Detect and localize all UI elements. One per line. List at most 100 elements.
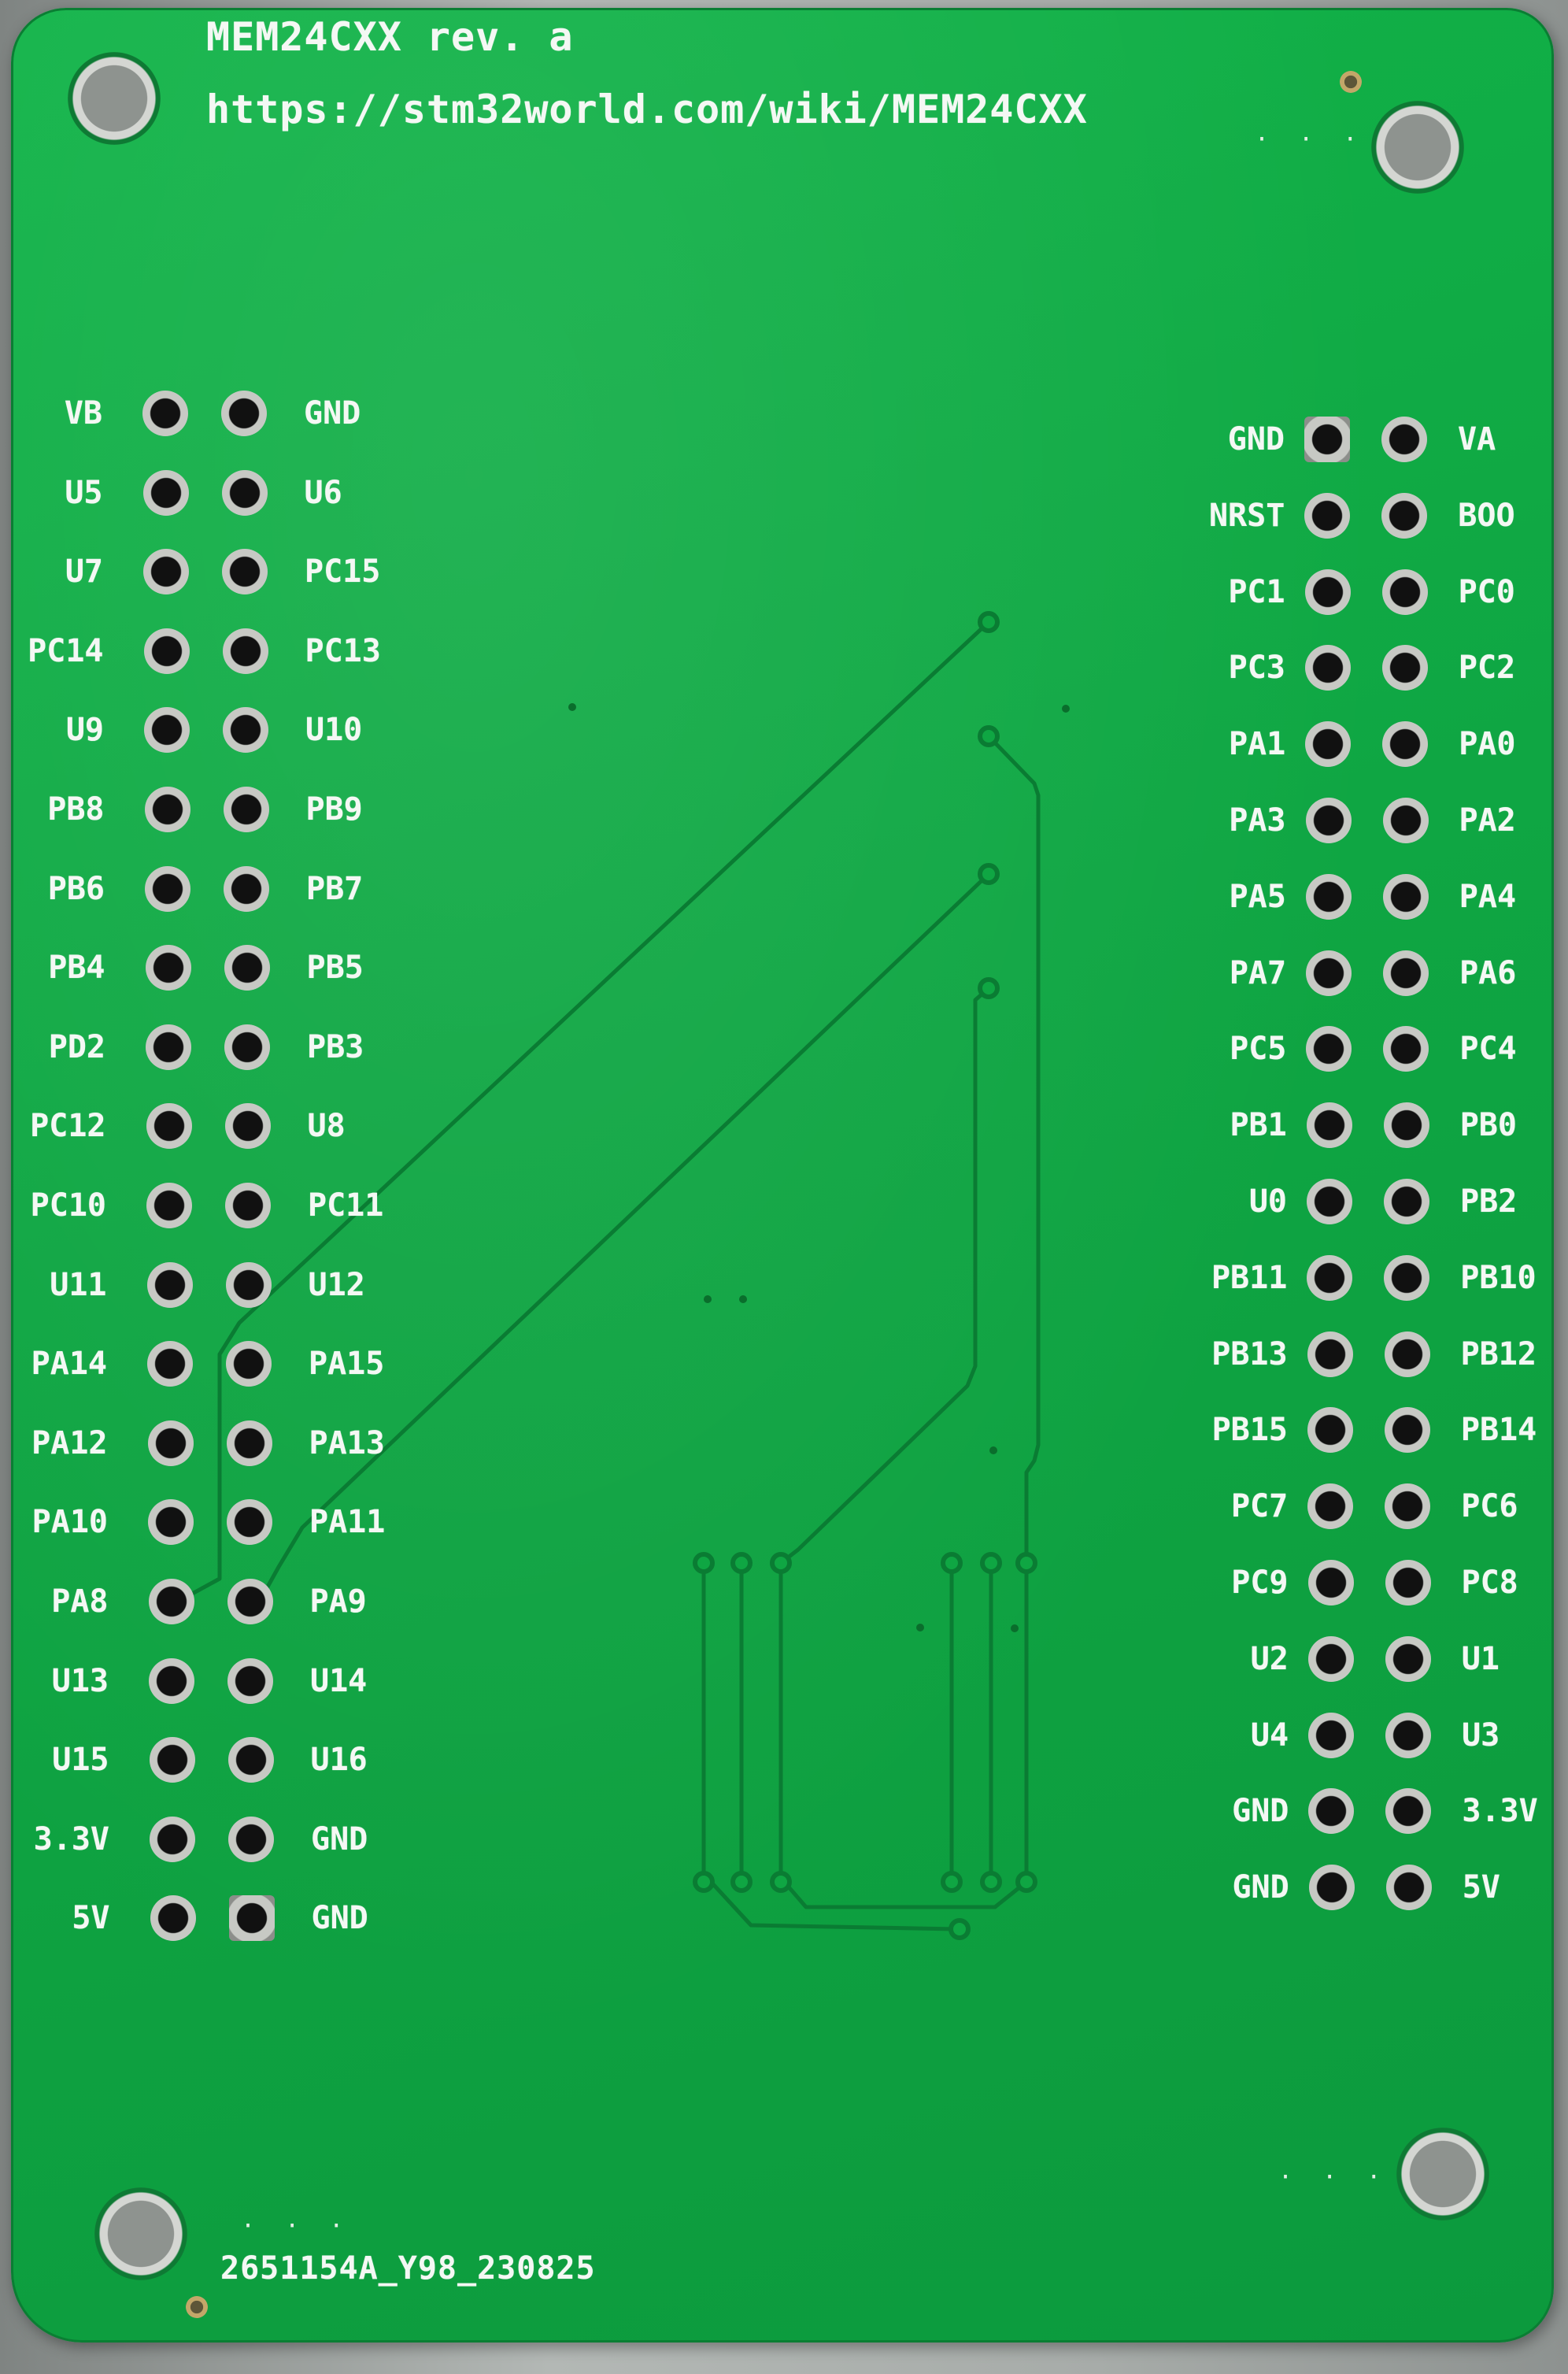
header-pin [1306,950,1352,996]
via [978,725,1000,747]
board-title: MEM24CXX rev. a [206,14,574,60]
header-pin [1307,1407,1353,1454]
pin-label: PA13 [309,1424,385,1461]
header-pin [1385,1483,1431,1530]
via [730,1552,753,1574]
pin-label: U13 [51,1662,109,1699]
pin-label: PB9 [305,791,363,828]
header-pin [1307,1483,1354,1530]
pin-label: U5 [65,474,103,511]
header-pin [144,787,190,832]
header-pin [1385,1560,1431,1606]
pin-label: PC14 [28,632,104,669]
header-pin [222,628,268,674]
pin-label: PB14 [1460,1412,1537,1449]
pin-label: PA15 [309,1346,385,1383]
header-pin [224,1024,270,1070]
pcb-traces [174,611,1070,1940]
header-pin [1304,569,1351,615]
header-pin [147,1420,194,1466]
header-pin [1308,1865,1355,1911]
pin-label: PC10 [30,1187,106,1224]
pin-label: 5V [1462,1869,1500,1906]
pin-label: VB [64,395,102,431]
pin-label: U4 [1250,1717,1289,1754]
via [1015,1552,1037,1574]
header-pin [1305,798,1352,843]
header-pin [1384,1407,1430,1454]
pin-label: PA12 [31,1424,108,1461]
header-pin [226,1341,272,1387]
test-point [1011,1624,1019,1632]
pin-label: PA3 [1229,802,1286,839]
via [980,1871,1002,1893]
header-pin [1306,1102,1352,1149]
header-pin [1384,1179,1429,1224]
pin-label: PB11 [1211,1259,1288,1296]
header-pin [1381,417,1427,462]
mounting-hole-top-right [1371,101,1464,194]
via [693,1552,715,1574]
pcb-board: · · · · · · · · · MEM24CXX rev. a https:… [11,8,1554,2343]
pin-label: PC13 [305,632,381,669]
pin-label: U3 [1462,1717,1500,1754]
pin-label: U9 [65,712,104,749]
header-pin [1381,645,1428,691]
pin-label: GND [311,1820,368,1857]
mounting-hole-bottom-right [1396,2128,1489,2220]
pin-label: PA14 [31,1346,107,1383]
pin-label: U14 [310,1662,368,1699]
header-pin [1385,1635,1431,1682]
header-pin [1382,873,1429,920]
via [1015,1871,1037,1893]
pin-label: VA [1458,421,1496,457]
pin-label: PA6 [1459,954,1517,991]
silk-dots: · · · [1278,2164,1389,2191]
test-point [1062,705,1070,713]
header-pin [150,1816,195,1862]
pin-label: PA11 [309,1504,386,1541]
pin-label: PB4 [48,950,105,987]
header-pin [1383,950,1429,996]
header-pin [1306,1026,1352,1072]
pin-label: PD2 [48,1028,105,1065]
header-pin [1308,1788,1355,1835]
header-pin [1307,1331,1353,1377]
pin-label: BOO [1458,497,1515,534]
pin-label: U11 [50,1266,107,1303]
header-pin [148,1499,194,1546]
pin-label: PA10 [31,1504,108,1541]
pin-label: PA0 [1459,726,1516,763]
header-pin [1307,1635,1354,1682]
pin-label: PA4 [1459,878,1517,915]
pin-label: GND [1232,1869,1289,1906]
pin-label: 3.3V [1462,1793,1538,1830]
test-point [568,703,576,711]
board-url: https://stm32world.com/wiki/MEM24CXX [206,87,1088,132]
header-pin [225,1183,271,1228]
pin-label: PA1 [1228,726,1286,763]
header-pin [224,865,269,912]
pin-label: PC7 [1230,1488,1289,1525]
header-pin [227,1579,273,1624]
board-code: 2651154A_Y98_230825 [220,2250,596,2287]
via [949,1918,971,1940]
pin-label: PC12 [30,1108,106,1145]
silk-dots: · · · [241,2213,352,2240]
pin-label: PA2 [1459,802,1516,839]
header-pin [1304,492,1351,539]
test-point [739,1295,747,1303]
header-pin [146,1261,193,1308]
pin-label: U8 [307,1108,346,1145]
header-pin [143,549,189,595]
header-pin [1384,1254,1430,1301]
header-pin [1382,721,1429,768]
via [978,863,1000,885]
via [941,1552,963,1574]
pin-label: NRST [1208,497,1285,534]
pin-label: PC9 [1231,1565,1289,1601]
header-pin [143,628,190,674]
pin-label: PB1 [1230,1107,1287,1144]
pin-label: PC5 [1230,1031,1287,1068]
trace-pa8 [174,620,991,1605]
